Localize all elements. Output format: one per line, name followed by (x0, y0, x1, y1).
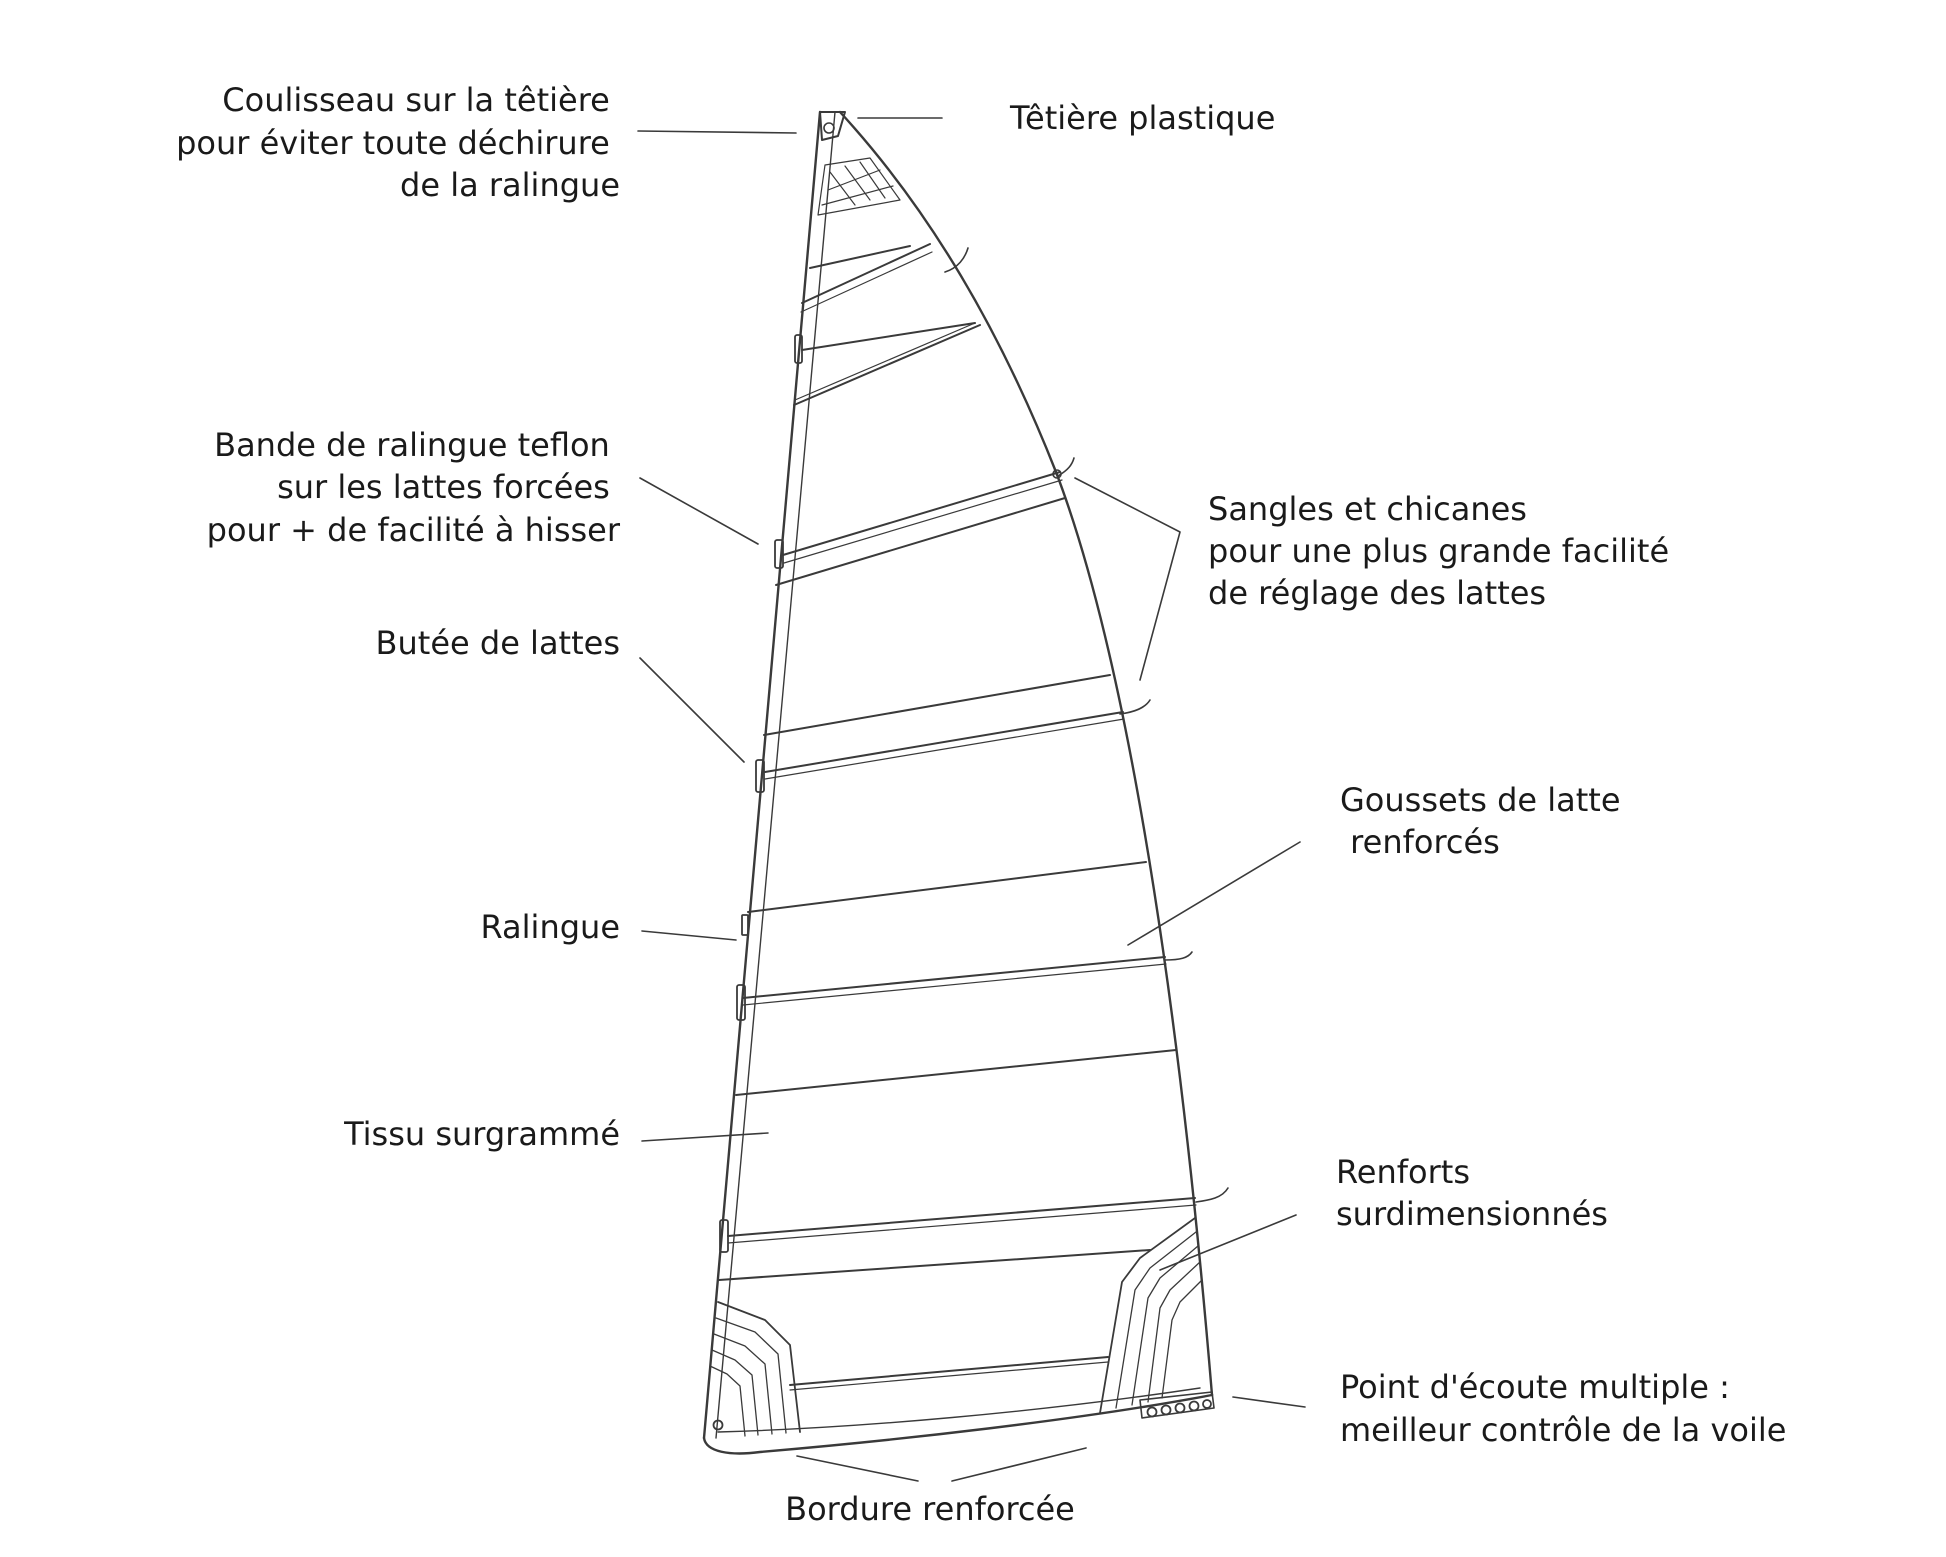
sail-luff-tape (715, 111, 836, 1439)
batten (763, 674, 1111, 736)
leader-renforts (1159, 1214, 1297, 1271)
clew-reinforcement (1099, 1217, 1215, 1419)
label-bordure: Bordure renforcée (785, 1490, 1075, 1528)
sail-luff (702, 110, 822, 1440)
strap (1195, 1187, 1229, 1203)
batten (801, 322, 976, 351)
head-eyelet (823, 122, 835, 134)
label-point: Point d'écoute multiple : meilleur contr… (1340, 1368, 1786, 1449)
leader-lines (637, 117, 1306, 1482)
leader-bordure-a (796, 1455, 919, 1482)
leader-coulisseau (637, 130, 797, 134)
batten (801, 243, 931, 304)
clew-eyelet (1188, 1400, 1200, 1412)
battens (718, 243, 1197, 1391)
leader-butee (639, 657, 745, 763)
batten-stop (794, 334, 803, 364)
batten-stop (736, 984, 746, 1021)
label-coulisseau: Coulisseau sur la têtière pour éviter to… (176, 81, 620, 204)
label-ralingue: Ralingue (481, 908, 620, 946)
label-sangles: Sangles et chicanes pour une plus grande… (1208, 490, 1679, 612)
sail (702, 110, 1214, 1455)
batten-stops (719, 334, 803, 1253)
batten (764, 718, 1125, 780)
clew-eyelet (1174, 1402, 1186, 1414)
label-bande: Bande de ralingue teflon sur les lattes … (207, 426, 621, 549)
batten (775, 497, 1066, 586)
clew-eyelet (1202, 1399, 1212, 1409)
leader-bordure-b (951, 1447, 1087, 1482)
leech-straps (944, 247, 1229, 1203)
sail-head (819, 111, 846, 141)
clew-eyelet (1160, 1404, 1172, 1416)
strap (944, 247, 969, 273)
batten (735, 1049, 1177, 1096)
strap (1119, 699, 1151, 715)
batten-stop (719, 1219, 729, 1253)
batten (782, 471, 1061, 556)
leader-sangles (1074, 477, 1181, 681)
label-renforts: Renforts surdimensionnés (1336, 1153, 1608, 1233)
leader-ralingue (641, 930, 737, 941)
batten (793, 324, 981, 406)
batten (789, 1361, 1109, 1391)
strap-eyelet (1052, 469, 1062, 479)
leader-point (1232, 1396, 1306, 1408)
label-tetiere: Têtière plastique (1009, 99, 1275, 137)
tack-reinforcement (709, 1301, 801, 1437)
batten (794, 322, 976, 401)
ralingue-mark (741, 914, 749, 936)
batten (718, 1249, 1151, 1281)
batten (742, 956, 1166, 999)
sail-foot (702, 1393, 1214, 1455)
labels: Coulisseau sur la têtière pour éviter to… (0, 0, 1786, 1528)
batten (783, 479, 1063, 564)
leader-bande (639, 477, 759, 545)
batten (727, 1204, 1197, 1244)
sail-leech (838, 110, 1214, 1397)
batten (764, 711, 1124, 773)
head-reinforcement (817, 157, 901, 216)
batten (809, 245, 911, 269)
batten (727, 1197, 1196, 1237)
batten (800, 251, 933, 313)
label-tissu: Tissu surgrammé (343, 1115, 620, 1153)
label-butee: Butée de lattes (376, 624, 620, 662)
leader-tissu (641, 1132, 769, 1142)
strap (1164, 951, 1193, 961)
batten-stop (755, 759, 765, 793)
label-goussets: Goussets de latte renforcés (0, 0, 1692, 861)
tack-eyelet (712, 1419, 724, 1431)
clew-eyelet (1146, 1406, 1158, 1418)
batten (742, 963, 1167, 1006)
leader-goussets (1127, 841, 1301, 946)
batten (789, 1356, 1109, 1386)
batten (747, 861, 1147, 913)
batten-stop (774, 539, 784, 569)
